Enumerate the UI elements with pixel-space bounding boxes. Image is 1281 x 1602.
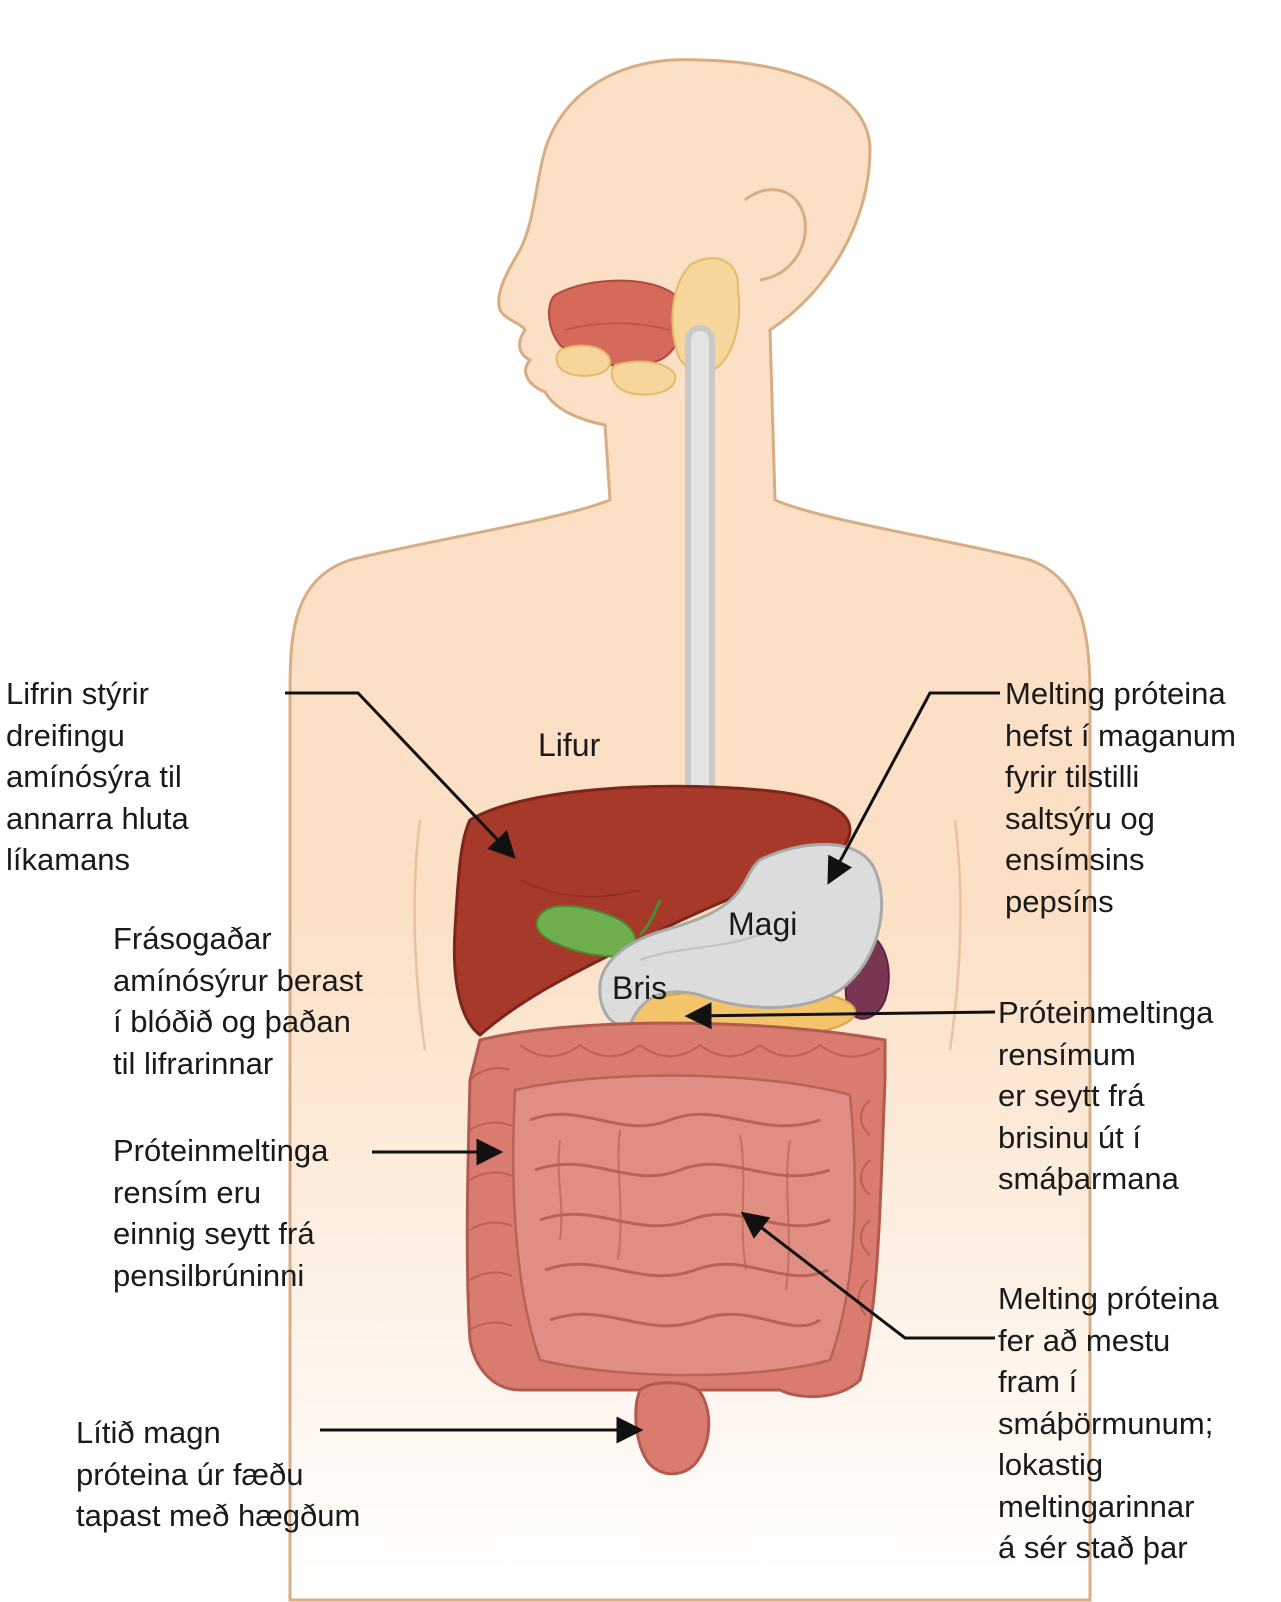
annotation-liver-line: annarra hluta [6, 800, 189, 836]
arrow-stomach [827, 691, 1000, 885]
annotation-brush-border-line: rensím eru [113, 1174, 262, 1210]
annotation-small-intestine-line: meltingarinnar [998, 1488, 1195, 1524]
annotation-stomach: Melting próteina hefst í maganum fyrir t… [1005, 673, 1236, 922]
annotation-pancreas-line: er seytt frá [998, 1078, 1145, 1113]
mouth-and-tongue [548, 279, 685, 367]
annotation-brush-border-line: Próteinmeltinga [113, 1133, 329, 1168]
arrow-pancreas [684, 1002, 996, 1030]
annotation-absorbed: Frásogaðar amínósýrur berast í blóðið og… [113, 918, 363, 1084]
small-intestine [512, 1074, 857, 1377]
annotation-brush-border: Próteinmeltinga rensím eru einnig seytt … [113, 1130, 328, 1296]
annotation-pancreas: Próteinmeltinga rensímum er seytt frá br… [998, 992, 1213, 1200]
annotation-pancreas-line: brisinu út í [998, 1119, 1142, 1155]
annotation-small-intestine-line: lokastig [998, 1447, 1104, 1482]
annotation-small-intestine-line: Melting próteina [998, 1281, 1219, 1316]
annotation-stomach-line: pepsíns [1005, 883, 1114, 919]
annotation-pancreas-line: Próteinmeltinga [998, 995, 1214, 1030]
annotation-stomach-line: Melting próteina [1005, 676, 1226, 711]
label-magi: Magi [728, 906, 798, 942]
annotation-pancreas-line: rensímum [998, 1036, 1136, 1072]
annotation-small-intestine: Melting próteina fer að mestu fram í smá… [998, 1278, 1219, 1569]
annotation-absorbed-line: Frásogaðar [113, 921, 272, 956]
annotation-small-intestine-line: smáþörmunum; [998, 1405, 1214, 1441]
stomach [598, 842, 883, 1028]
annotation-liver-line: líkamans [6, 842, 131, 877]
annotation-absorbed-line: í blóðið og þaðan [113, 1004, 351, 1039]
arrow-small-intestine [740, 1211, 995, 1340]
annotation-feces: Lítið magn próteina úr fæðu tapast með h… [76, 1412, 360, 1537]
arrow-liver [285, 691, 516, 859]
annotation-brush-border-line: pensilbrúninni [113, 1257, 305, 1293]
annotation-small-intestine-line: á sér stað þar [998, 1530, 1188, 1565]
annotation-arrows [285, 691, 1000, 1444]
annotation-liver-line: amínósýra til [6, 759, 182, 794]
annotation-liver-line: dreifingu [6, 717, 125, 753]
annotation-liver: Lifrin stýrir dreifingu amínósýra til an… [6, 673, 189, 881]
liver [452, 784, 852, 1037]
annotation-liver-line: Lifrin stýrir [6, 676, 149, 711]
label-bris: Bris [612, 970, 668, 1006]
annotation-stomach-line: hefst í maganum [1005, 717, 1236, 753]
annotation-feces-line: próteina úr fæðu [76, 1456, 304, 1492]
annotation-small-intestine-line: fram í [998, 1364, 1078, 1399]
annotation-feces-line: Lítið magn [76, 1415, 221, 1450]
annotation-feces-line: tapast með hægðum [76, 1498, 361, 1533]
annotation-stomach-line: saltsýru og [1005, 800, 1155, 836]
annotation-pancreas-line: smáþarmana [998, 1161, 1179, 1196]
label-lifur: Lifur [538, 727, 601, 763]
annotation-absorbed-line: amínósýrur berast [113, 962, 363, 998]
annotation-stomach-line: ensímsins [1005, 842, 1145, 877]
annotation-stomach-line: fyrir tilstilli [1005, 759, 1140, 794]
rectum [634, 1381, 711, 1476]
annotation-brush-border-line: einnig seytt frá [113, 1216, 315, 1251]
annotation-absorbed-line: til lifrarinnar [113, 1045, 274, 1081]
annotation-small-intestine-line: fer að mestu [998, 1322, 1171, 1358]
